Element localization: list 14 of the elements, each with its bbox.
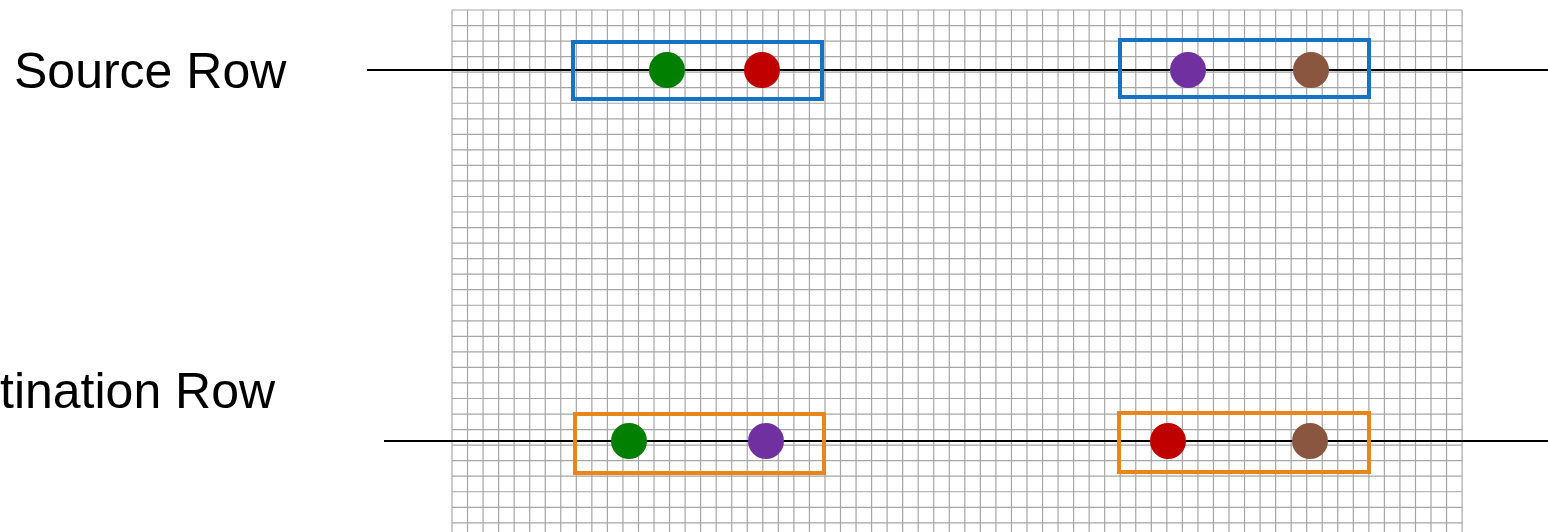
group-box xyxy=(1118,38,1371,99)
group-box xyxy=(571,40,824,101)
dot xyxy=(744,52,780,88)
dot xyxy=(1150,423,1186,459)
dot xyxy=(748,423,784,459)
dot xyxy=(649,52,685,88)
dot xyxy=(1292,423,1328,459)
group-box xyxy=(1117,411,1371,474)
dot xyxy=(611,423,647,459)
group-box xyxy=(573,412,826,475)
row-label: tination Row xyxy=(0,366,276,416)
dot xyxy=(1293,52,1329,88)
dot xyxy=(1170,52,1206,88)
row-label: Source Row xyxy=(14,46,287,96)
